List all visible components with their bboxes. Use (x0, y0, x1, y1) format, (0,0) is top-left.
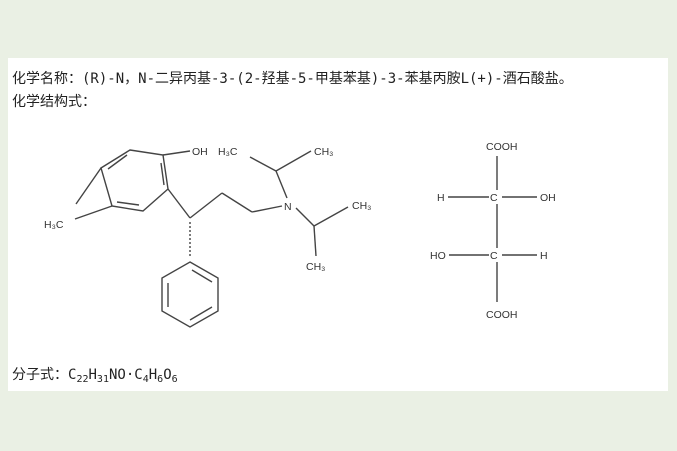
phenol-ring (100, 149, 169, 212)
ho2-label: HO (430, 250, 446, 262)
ch3-bottom-label: CH₃ (306, 261, 325, 273)
c1-label: C (490, 192, 498, 204)
c2-label: C (490, 250, 498, 262)
oh-label: OH (192, 146, 208, 158)
h3c-left-label: H₃C (44, 219, 64, 231)
h1-label: H (437, 192, 445, 204)
molecular-formula-line: 分子式：C22H31NO·C4H6O6 (12, 364, 178, 385)
chemical-name-label: 化学名称： (12, 71, 82, 87)
formula-label: 分子式： (12, 367, 68, 383)
n-label: N (284, 201, 292, 213)
structure-label: 化学结构式： (12, 94, 96, 110)
ch3-right-label: CH₃ (352, 200, 371, 212)
h2-label: H (540, 250, 548, 262)
tartaric-acid-structure: COOH H C OH HO C H COOH (430, 141, 556, 321)
cooh-top-label: COOH (486, 141, 518, 153)
content-panel (8, 58, 668, 391)
formula: C22H31NO·C4H6O6 (68, 367, 178, 385)
chemical-name-value: (R)-N，N-二异丙基-3-(2-羟基-5-甲基苯基)-3-苯基丙胺L(+)-… (82, 71, 573, 87)
oh1-label: OH (540, 192, 556, 204)
tolterodine-structure: OH H₃C N H₃C CH₃ CH₃ CH₃ (44, 146, 371, 328)
cooh-bottom-label: COOH (486, 309, 518, 321)
ch3-top-label: CH₃ (314, 146, 333, 158)
h3c-top-label: H₃C (218, 146, 238, 158)
phenyl-ring (161, 261, 219, 328)
chemical-name-line: 化学名称：(R)-N，N-二异丙基-3-(2-羟基-5-甲基苯基)-3-苯基丙胺… (12, 68, 573, 88)
